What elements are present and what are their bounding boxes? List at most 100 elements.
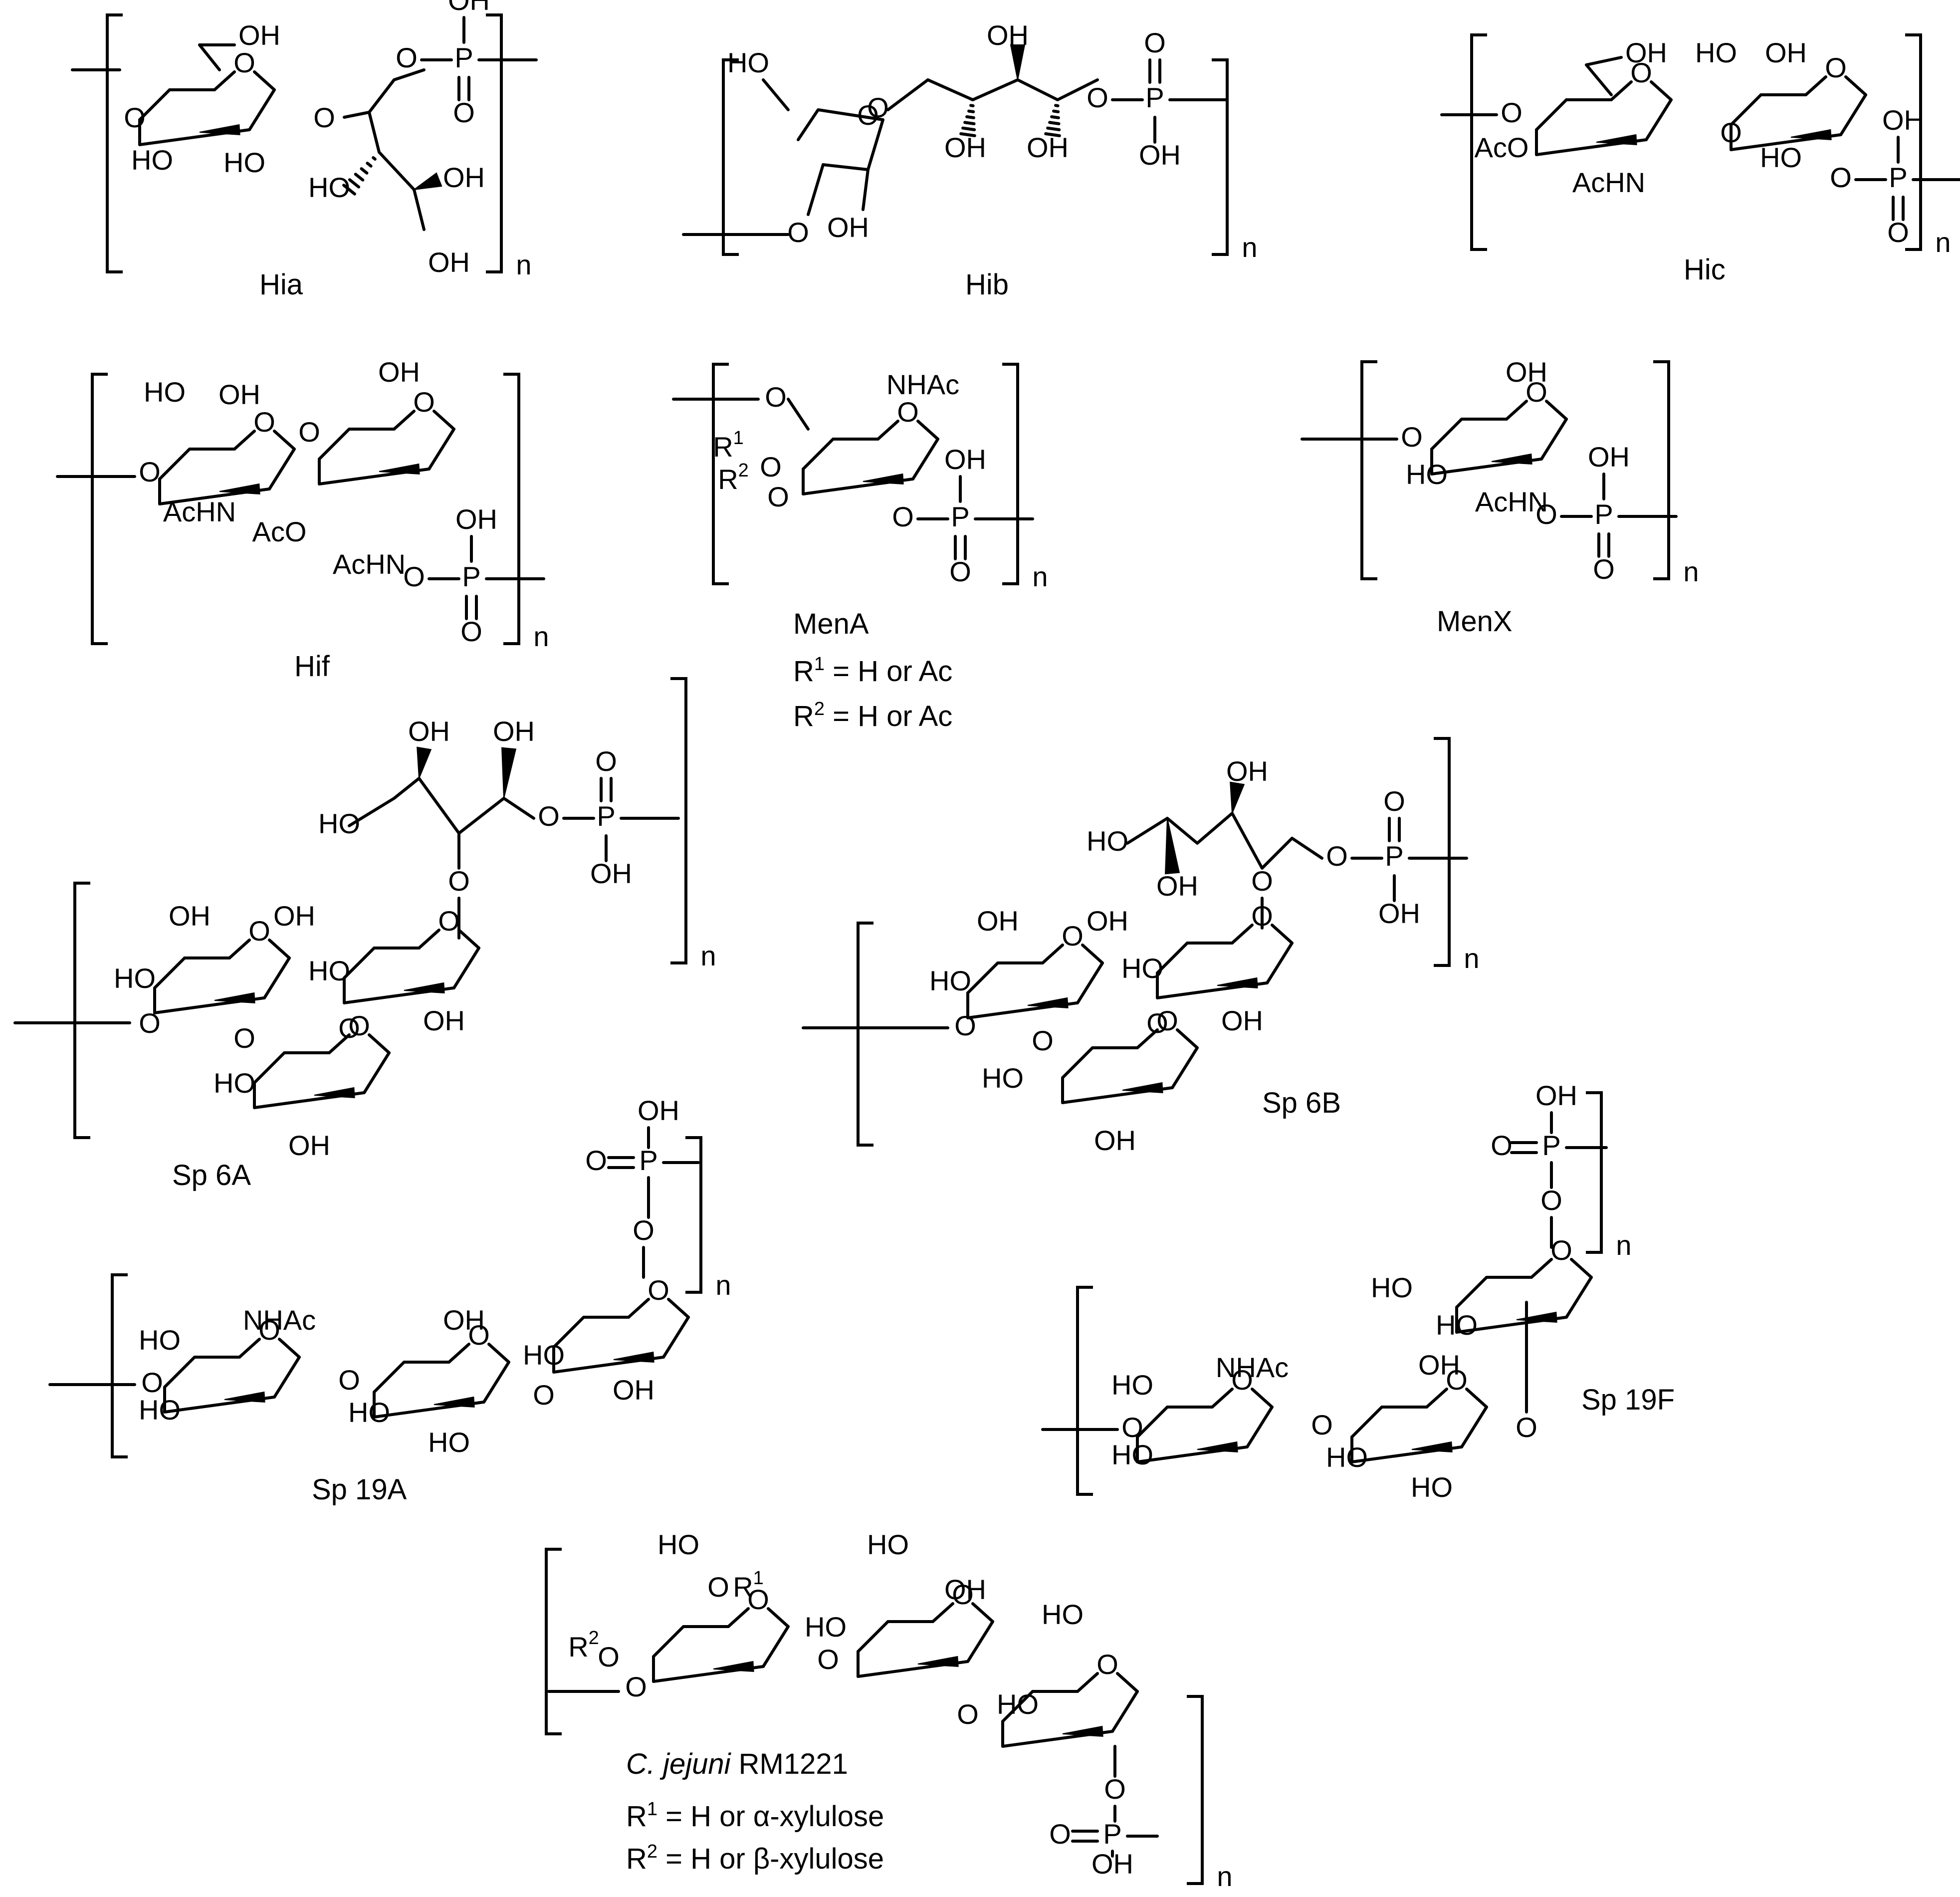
bracket-left [722, 58, 739, 256]
bond [916, 420, 939, 441]
bond [1246, 1406, 1274, 1448]
atom-label: O [747, 1584, 769, 1615]
atom-label: O [1525, 376, 1547, 408]
atom-label: OH [455, 503, 497, 535]
atom-label: HO [131, 144, 173, 176]
atom-label: O [1491, 1130, 1513, 1161]
atom-label: O [233, 47, 255, 78]
stereo-wedge [501, 747, 517, 799]
bond [966, 961, 999, 994]
label-hia: Hia [259, 268, 303, 301]
atom-label: OH [1506, 356, 1547, 388]
bracket-left [106, 13, 123, 273]
bracket-right [685, 1136, 702, 1294]
atom-label: O [1516, 1412, 1537, 1443]
atom-label: n [1032, 561, 1048, 592]
atom-label: O [1311, 1409, 1333, 1440]
atom-label: O [141, 1367, 163, 1398]
atom-label: OH [1588, 441, 1630, 473]
atom-label: n [1464, 943, 1479, 974]
atom-label: O [1032, 1025, 1054, 1056]
bond [1061, 1046, 1094, 1079]
bond [1126, 812, 1323, 870]
atom-label: OH [1378, 898, 1420, 929]
atom-label: O [633, 1214, 654, 1246]
atom-label: O [1087, 82, 1108, 113]
atom-label: HO [982, 1062, 1024, 1094]
bond [378, 151, 416, 191]
label-sp6a: Sp 6A [172, 1159, 251, 1191]
hash-bond [967, 109, 975, 113]
stereo-wedge [1122, 1082, 1163, 1094]
atom-label: O [857, 99, 879, 131]
bracket-right [1434, 737, 1451, 967]
atom-label: OH [443, 162, 485, 193]
atom-label: OH [1027, 132, 1069, 163]
stereo-wedge [1230, 781, 1245, 814]
stereo-wedge [713, 1660, 754, 1672]
stereo-wedge [1197, 1441, 1238, 1453]
hash-bond [366, 162, 373, 168]
bond [1231, 924, 1254, 945]
atom-label: HO [223, 147, 265, 178]
atom-label: HO [997, 1688, 1039, 1720]
cjejuni-r2-note: R2 = H or β-xylulose [626, 1841, 884, 1875]
bracket-right [1002, 363, 1019, 585]
atom-label: OH [1226, 755, 1268, 787]
atom-label: OH [987, 19, 1029, 51]
atom-label: P [454, 42, 473, 73]
atom-label: O [1887, 217, 1909, 248]
stereo-wedge [863, 473, 904, 485]
label-sp19f: Sp 19F [1581, 1384, 1675, 1416]
bond [452, 947, 480, 989]
bond [1076, 1672, 1099, 1693]
atom-label: O [760, 451, 782, 482]
stereo-wedge [214, 992, 255, 1004]
bond [138, 88, 171, 121]
atom-label: O [707, 1571, 729, 1603]
atom-label: AcHN [333, 548, 406, 580]
bond [393, 410, 416, 431]
substituent-label: R1 [713, 428, 744, 463]
hash-bond [959, 132, 976, 137]
atom-label: P [1103, 1818, 1121, 1850]
atom-label: O [765, 381, 787, 413]
bond [1111, 1690, 1139, 1733]
bond [802, 438, 835, 471]
atom-label: OH [827, 212, 869, 243]
bond [762, 1625, 790, 1668]
stereo-wedge [1027, 997, 1069, 1009]
bond [1211, 1388, 1234, 1409]
atom-label: O [625, 1671, 647, 1702]
bond [652, 1625, 685, 1658]
bond [263, 956, 291, 999]
label-sp6b: Sp 6B [1262, 1087, 1341, 1119]
bond [1465, 1388, 1488, 1409]
atom-label: P [462, 561, 480, 592]
atom-label: OH [1139, 139, 1181, 171]
atom-label: n [1217, 1861, 1232, 1892]
bond [911, 438, 939, 480]
stereo-wedge [224, 1391, 265, 1403]
bond [393, 68, 426, 81]
atom-label: O [1720, 117, 1742, 148]
atom-label: HO [1111, 1439, 1153, 1470]
bracket-right [486, 13, 503, 273]
stereo-wedge [219, 483, 260, 495]
atom-label: O [957, 1698, 979, 1730]
atom-label: HO [1406, 459, 1448, 490]
atom-label: O [1630, 57, 1652, 88]
stereo-wedge [434, 1396, 475, 1408]
stereo-wedge [314, 1087, 355, 1099]
atom-label: O [1104, 1773, 1126, 1805]
stereo-wedge [1165, 818, 1180, 875]
atom-label: HO [523, 1339, 565, 1371]
bond [273, 430, 296, 451]
bond [1430, 418, 1463, 451]
stereo-wedge [1790, 129, 1832, 141]
bracket-right [670, 677, 687, 964]
bracket-right [1586, 1091, 1603, 1254]
atom-label: n [700, 940, 716, 971]
atom-label: HO [1087, 825, 1128, 857]
